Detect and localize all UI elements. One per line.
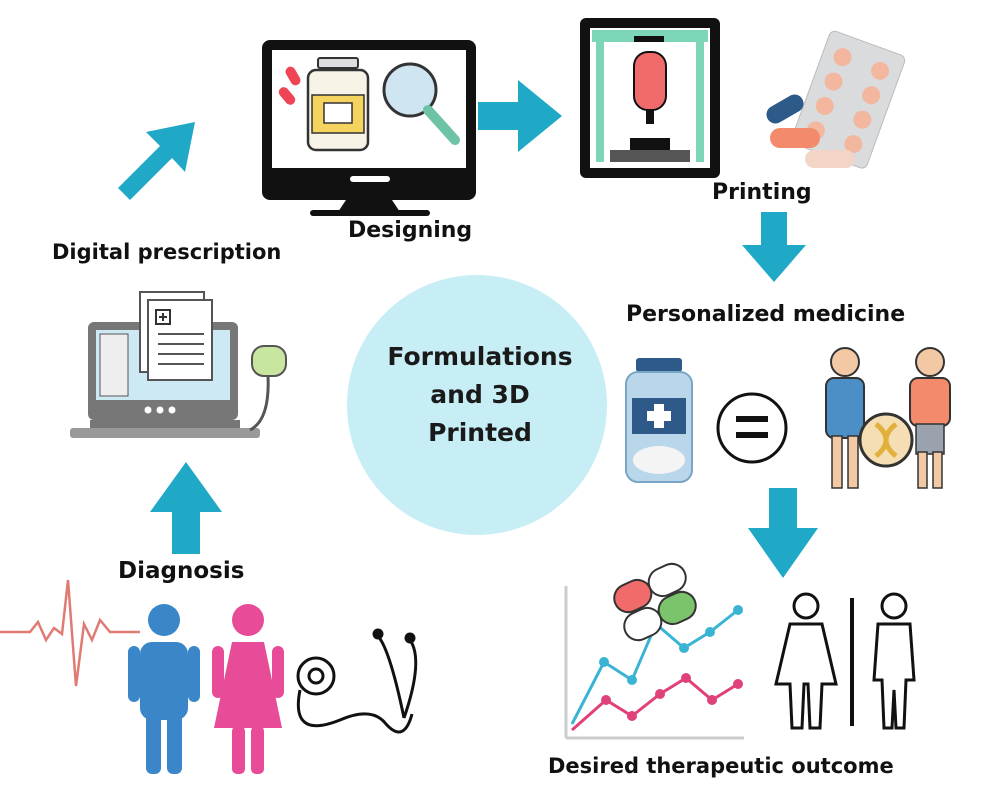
- arrow-to-designing: [118, 122, 195, 200]
- stethoscope-icon: [296, 628, 418, 734]
- label-desired-outcome: Desired therapeutic outcome: [548, 754, 894, 778]
- label-digital-prescription: Digital prescription: [52, 240, 282, 264]
- pill-blister-icon: [766, 30, 906, 169]
- medicine-bottle-icon: [625, 358, 693, 483]
- center-title-line-1: Formulations: [387, 342, 573, 371]
- heartbeat-icon: [0, 579, 140, 687]
- label-designing: Designing: [348, 218, 473, 243]
- arrow-down-outcome: [748, 488, 818, 578]
- label-personalized-medicine: Personalized medicine: [626, 302, 906, 327]
- center-title-line-3: Printed: [428, 418, 532, 447]
- outcome-chart-icon: [564, 586, 744, 740]
- monitor-design-icon: [262, 40, 476, 216]
- label-printing: Printing: [712, 180, 812, 205]
- equals-icon: [716, 392, 788, 464]
- arrow-down-printing: [742, 212, 806, 282]
- people-icon: [128, 604, 284, 774]
- arrow-to-printing: [478, 80, 562, 152]
- restroom-icon: [774, 592, 916, 730]
- patients-icon: [825, 347, 951, 489]
- center-title-line-2: and 3D: [430, 380, 530, 409]
- capsules-icon: [613, 562, 697, 642]
- printer-3d-icon: [580, 18, 720, 178]
- medical-computer-icon: [70, 291, 287, 438]
- center-title: Formulations and 3D Printed: [350, 338, 610, 452]
- label-diagnosis: Diagnosis: [118, 558, 245, 584]
- arrow-up-diagnosis: [150, 462, 222, 554]
- center-circle: [347, 275, 607, 535]
